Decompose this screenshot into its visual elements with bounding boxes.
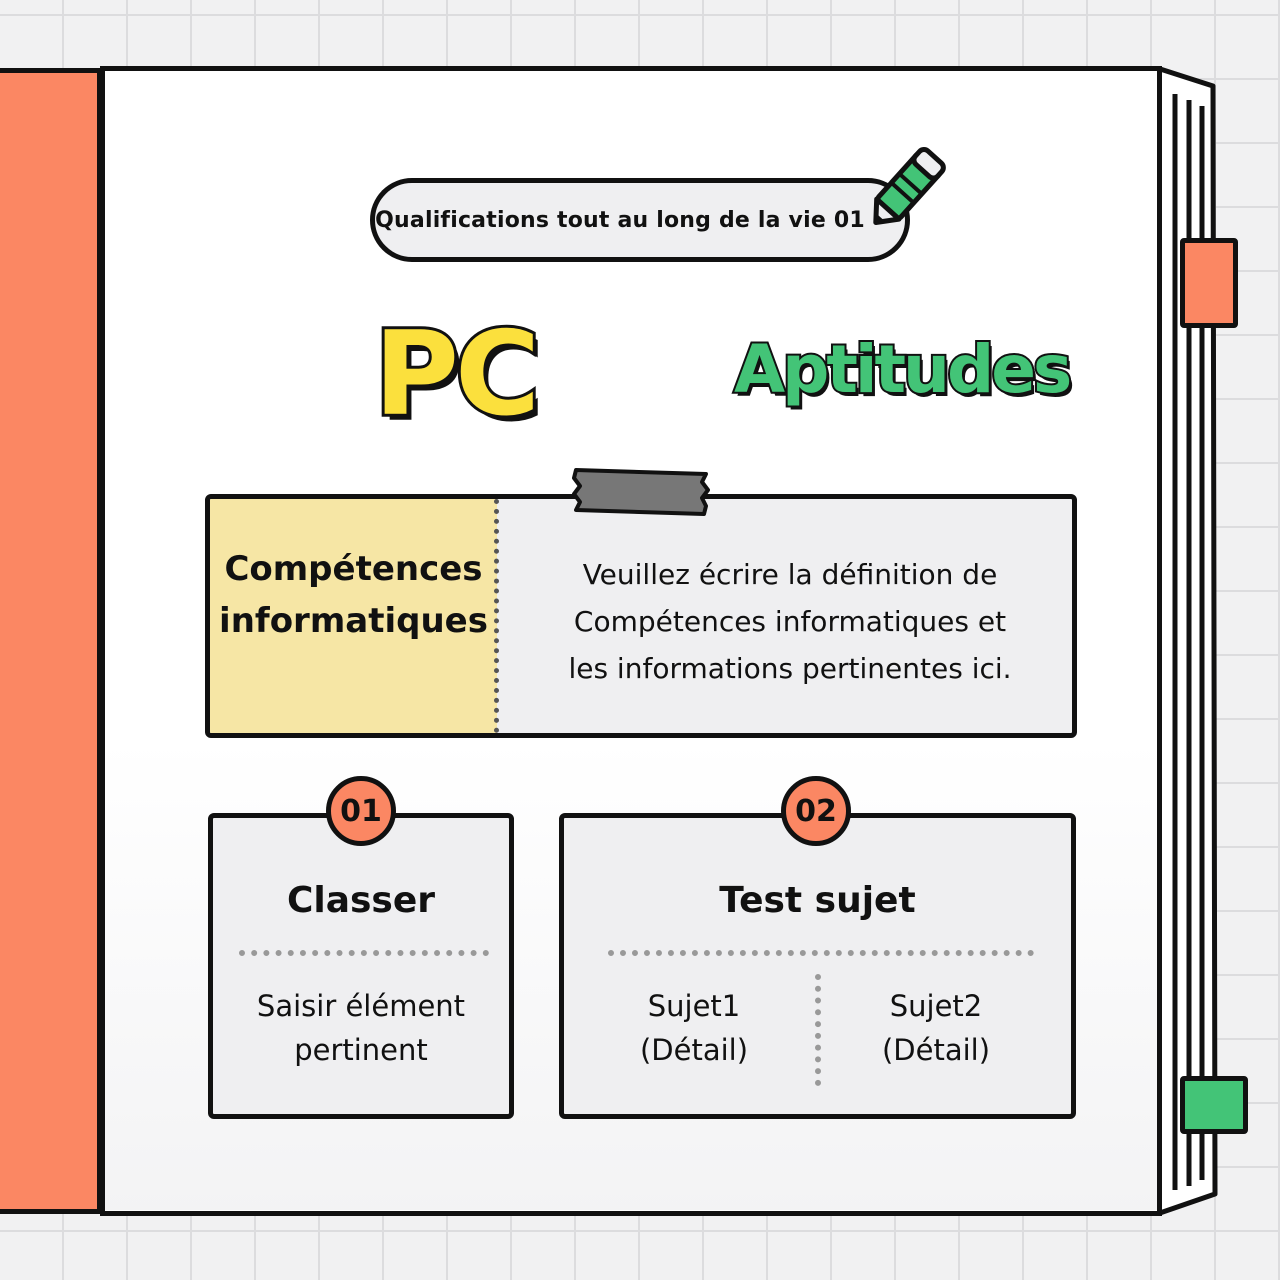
pencil-icon: [873, 147, 946, 225]
definition-body-line: Veuillez écrire la définition de: [582, 558, 998, 591]
bookmark-tab-green: [1180, 1076, 1248, 1134]
number-badge: 01: [326, 776, 396, 846]
subtitle-pill: Qualifications tout au long de la vie 01: [370, 178, 910, 262]
subject-item: Sujet2 (Détail): [836, 984, 1036, 1072]
definition-body: Veuillez écrire la définition de Compéte…: [510, 551, 1070, 692]
category-card: Classer Saisir élément pertinent: [208, 813, 514, 1119]
definition-card: Compétences informatiques Veuillez écrir…: [205, 494, 1077, 738]
dotted-separator: [608, 950, 1034, 956]
bookmark-tab-orange: [1180, 238, 1238, 328]
title-aptitudes: Aptitudes: [732, 329, 1074, 410]
card-text-line: pertinent: [294, 1033, 428, 1067]
notebook-cover: [0, 68, 102, 1214]
tape-icon: [572, 468, 710, 516]
subject-card: Test sujet Sujet1 (Détail) Sujet2 (Détai…: [559, 813, 1076, 1119]
dotted-separator: [239, 950, 489, 956]
subject-detail: (Détail): [639, 1033, 749, 1067]
definition-title-line: informatiques: [219, 601, 488, 641]
definition-title: Compétences informatiques: [210, 543, 497, 647]
card-text: Saisir élément pertinent: [213, 984, 509, 1072]
card-title: Classer: [286, 880, 436, 921]
subject-item: Sujet1 (Détail): [594, 984, 794, 1072]
card-text-line: Saisir élément: [256, 989, 466, 1023]
card-title: Test sujet: [719, 880, 916, 921]
definition-body-line: Compétences informatiques et: [573, 605, 1007, 638]
subject-detail: (Détail): [881, 1033, 991, 1067]
number-badge: 02: [781, 776, 851, 846]
definition-title-line: Compétences: [224, 549, 483, 589]
subtitle-pill-label: Qualifications tout au long de la vie 01: [375, 207, 865, 233]
subject-label: Sujet2: [889, 989, 983, 1023]
definition-body-line: les informations pertinentes ici.: [568, 652, 1012, 685]
definition-title-panel: [210, 499, 497, 733]
subject-label: Sujet1: [647, 989, 741, 1023]
title-pc: PC: [371, 307, 543, 443]
notebook-page-edges: [1155, 66, 1218, 1216]
dotted-divider: [815, 974, 821, 1086]
dotted-divider: [494, 499, 499, 733]
